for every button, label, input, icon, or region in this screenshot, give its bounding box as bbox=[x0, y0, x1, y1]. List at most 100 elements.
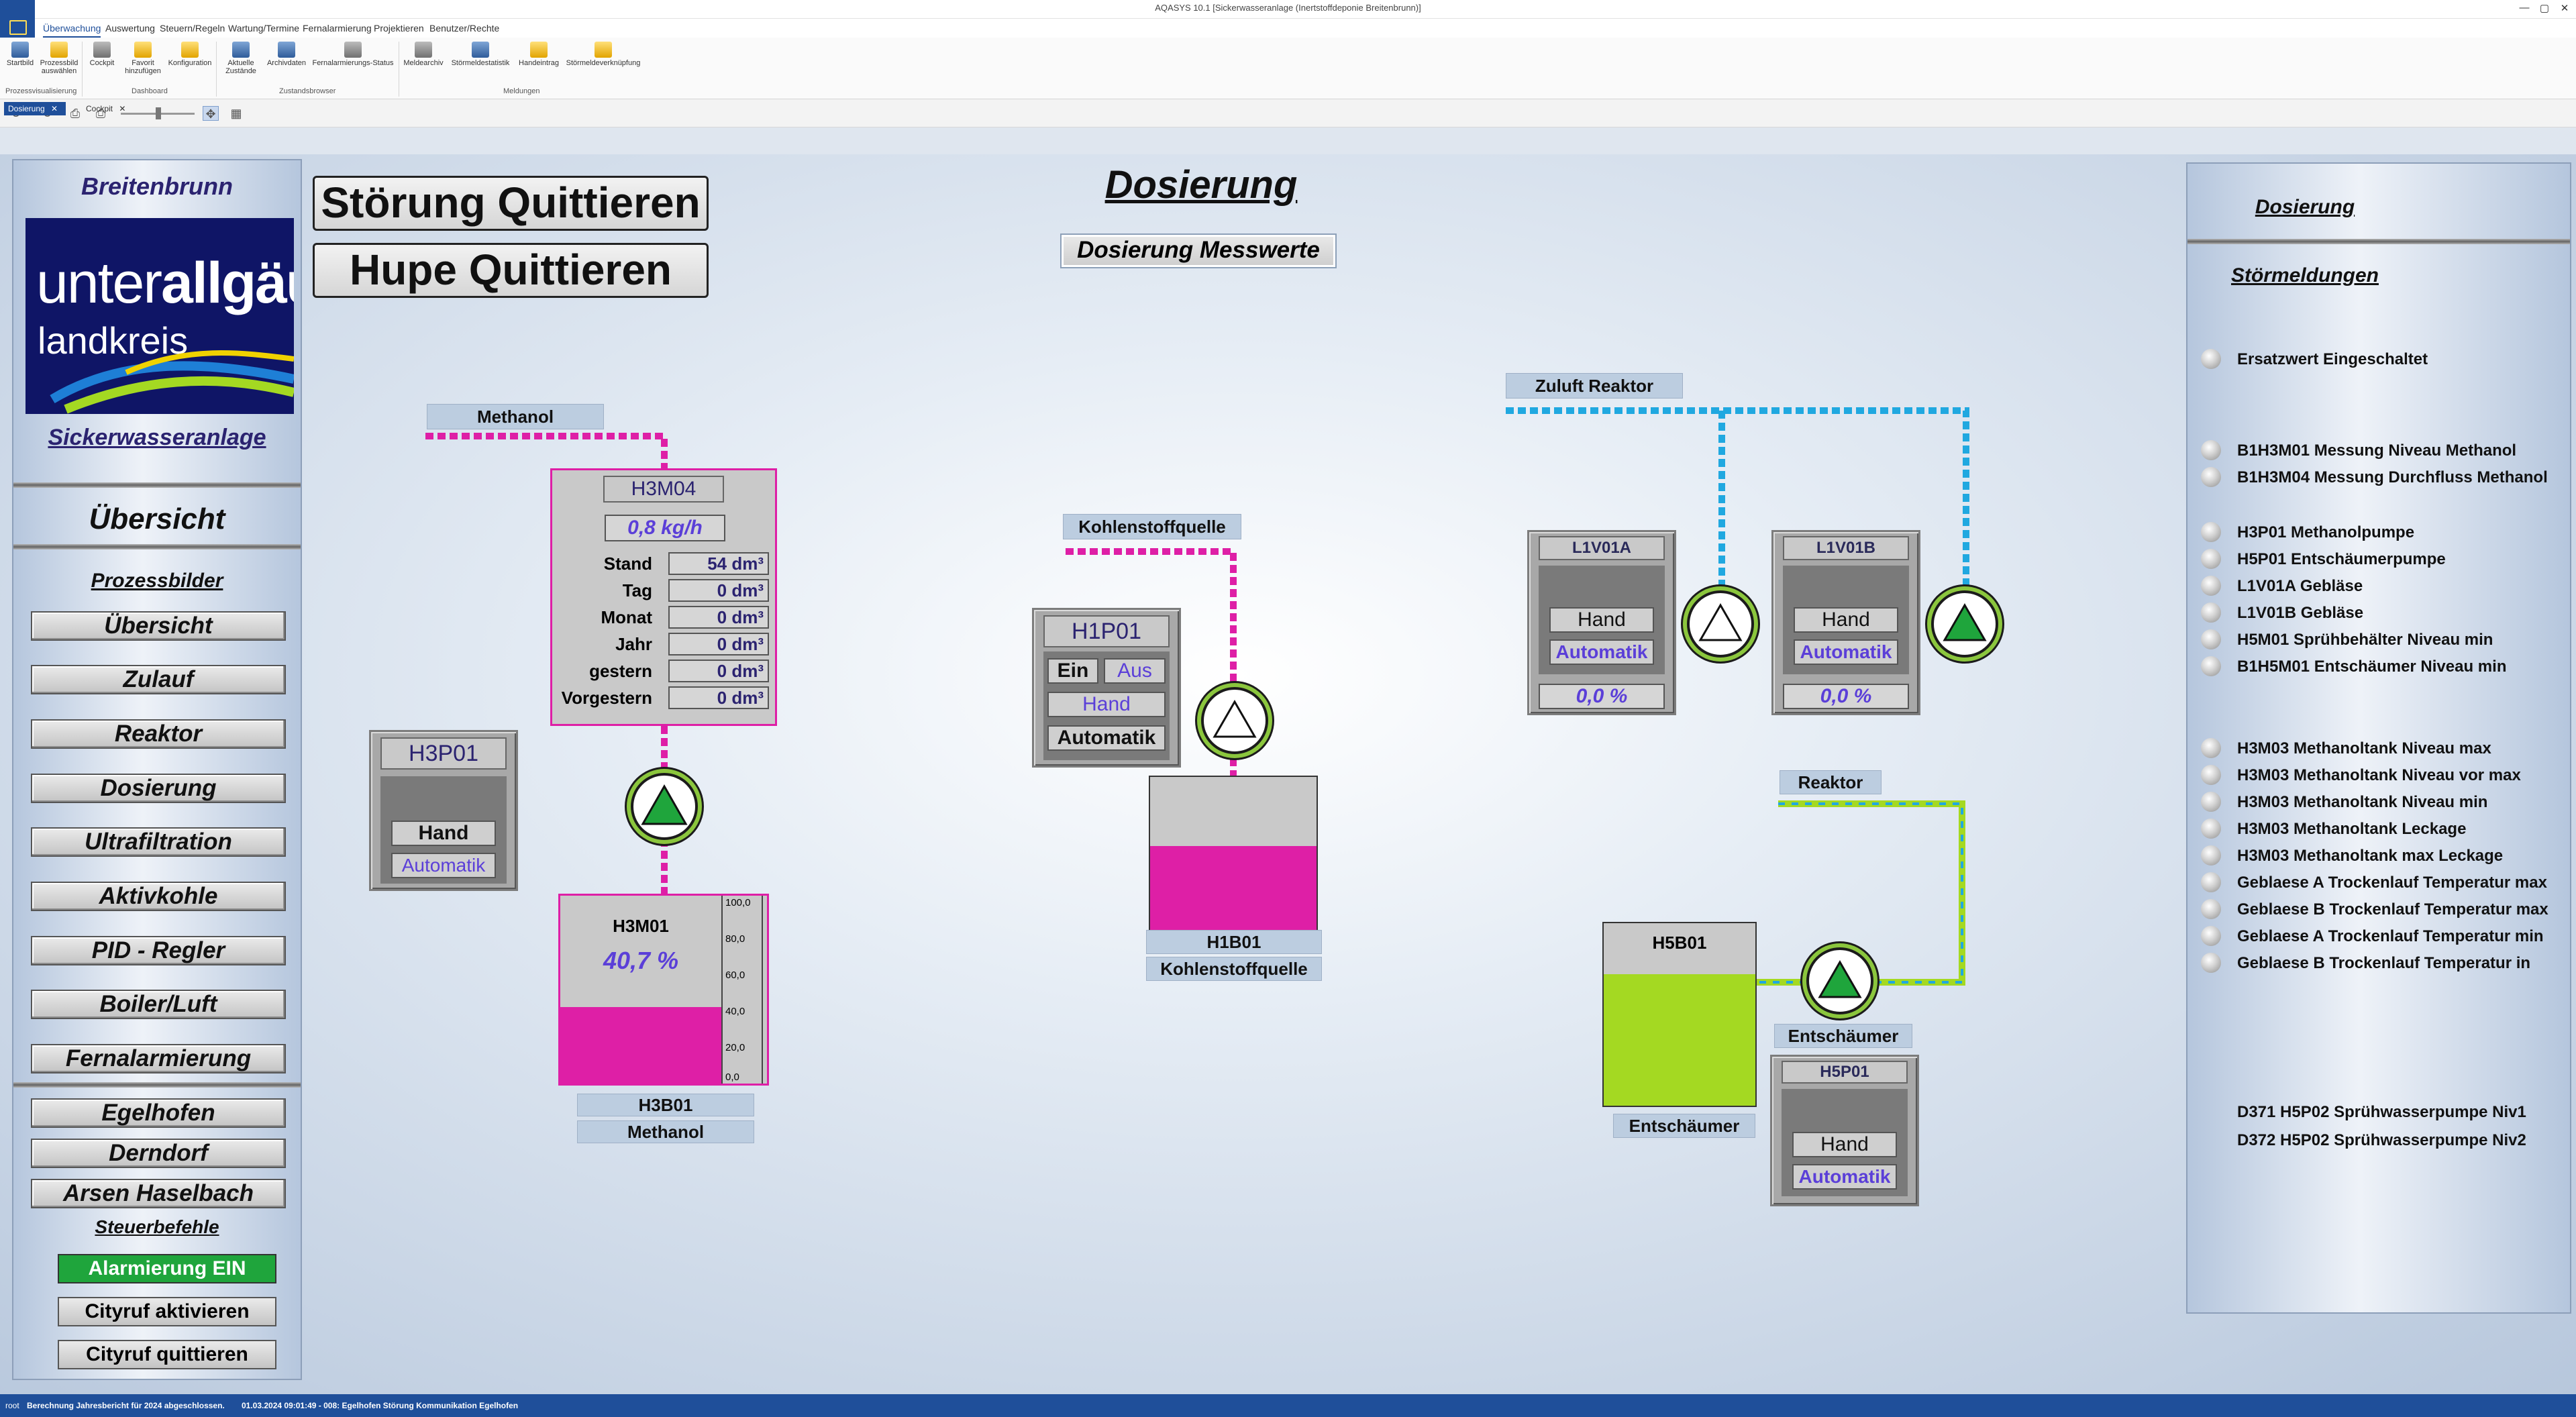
h5p01-title: H5P01 bbox=[1782, 1061, 1908, 1084]
close-button[interactable]: ✕ bbox=[2560, 3, 2569, 14]
zoom-slider-thumb[interactable] bbox=[156, 107, 161, 119]
star-icon bbox=[134, 42, 152, 58]
nav-uebersicht[interactable]: Übersicht bbox=[31, 611, 286, 641]
h5b01-desc: Entschäumer bbox=[1613, 1114, 1755, 1138]
h1p01-aus[interactable]: Aus bbox=[1104, 658, 1166, 684]
h3b01-desc: Methanol bbox=[577, 1120, 754, 1143]
doctab-cockpit[interactable]: Cockpit ✕ bbox=[86, 104, 126, 113]
l1v01a-blower[interactable] bbox=[1687, 590, 1754, 658]
scale-20: 20,0 bbox=[725, 1042, 745, 1053]
h5p01-pump[interactable] bbox=[1806, 947, 1873, 1014]
move-icon[interactable]: ✥ bbox=[203, 106, 219, 121]
h3p01-auto[interactable]: Automatik bbox=[391, 853, 496, 878]
reactor-pipe bbox=[1778, 800, 1965, 986]
h5p01-hand[interactable]: Hand bbox=[1792, 1132, 1897, 1157]
print-preview-icon[interactable]: ⎙ bbox=[95, 107, 106, 120]
meldearchiv-button[interactable]: Meldearchiv bbox=[401, 42, 446, 82]
nav-dosierung[interactable]: Dosierung bbox=[31, 774, 286, 803]
tab-wartung-termine[interactable]: Wartung/Termine bbox=[228, 23, 300, 34]
stoermeldestatistik-button[interactable]: Störmeldestatistik bbox=[447, 42, 514, 82]
close-icon[interactable]: ✕ bbox=[51, 104, 58, 113]
doctab-dosierung[interactable]: Dosierung ✕ bbox=[4, 102, 66, 115]
nav-pid-regler[interactable]: PID - Regler bbox=[31, 936, 286, 965]
nav-ultrafiltration[interactable]: Ultrafiltration bbox=[31, 827, 286, 857]
alarm-panel: Dosierung Störmeldungen Ersatzwert Einge… bbox=[2186, 162, 2571, 1314]
nav-fernalarmierung[interactable]: Fernalarmierung bbox=[31, 1044, 286, 1073]
nav-boiler-luft[interactable]: Boiler/Luft bbox=[31, 990, 286, 1019]
h3m04-totals: Stand 54 dm³ Tag 0 dm³ Monat 0 dm³ Jahr … bbox=[550, 552, 777, 721]
h1p01-hand[interactable]: Hand bbox=[1047, 692, 1166, 717]
tab-ueberwachung[interactable]: Überwachung bbox=[43, 23, 101, 38]
air-pipe bbox=[1506, 407, 1969, 590]
h3p01-pump[interactable] bbox=[631, 773, 698, 840]
alarm-item: H5M01 Sprühbehälter Niveau min bbox=[2237, 631, 2493, 649]
ack-fault-button[interactable]: Störung Quittieren bbox=[313, 176, 709, 231]
h3m04-flow: 0,8 kg/h bbox=[605, 515, 725, 541]
cityruf-activate-button[interactable]: Cityruf aktivieren bbox=[58, 1297, 276, 1326]
scale-line bbox=[721, 896, 723, 1084]
minimize-button[interactable]: — bbox=[2519, 2, 2530, 13]
app-menu-icon[interactable] bbox=[0, 0, 35, 38]
picture-select-icon bbox=[50, 42, 68, 58]
l1v01b-panel: L1V01B Hand Automatik 0,0 % bbox=[1771, 530, 1920, 715]
l1v01b-hand[interactable]: Hand bbox=[1794, 607, 1898, 633]
ack-horn-button[interactable]: Hupe Quittieren bbox=[313, 243, 709, 298]
nav-reaktor[interactable]: Reaktor bbox=[31, 719, 286, 749]
close-icon[interactable]: ✕ bbox=[119, 104, 126, 113]
alarm-on-button[interactable]: Alarmierung EIN bbox=[58, 1254, 276, 1283]
l1v01b-status: Hand Automatik bbox=[1783, 566, 1909, 674]
tab-projektieren[interactable]: Projektieren bbox=[374, 23, 424, 34]
bar-chart-icon bbox=[472, 42, 489, 58]
plant-link[interactable]: Sickerwasseranlage bbox=[48, 425, 266, 450]
alarm-item: H3M03 Methanoltank Niveau vor max bbox=[2237, 766, 2521, 784]
l1v01a-auto[interactable]: Automatik bbox=[1549, 639, 1654, 665]
h1p01-auto[interactable]: Automatik bbox=[1047, 725, 1166, 751]
nav-derndorf[interactable]: Derndorf bbox=[31, 1139, 286, 1168]
extra-alarm: D372 H5P02 Sprühwasserpumpe Niv2 bbox=[2237, 1131, 2526, 1149]
alarm-status-indicator bbox=[2201, 629, 2221, 649]
l1v01b-auto[interactable]: Automatik bbox=[1794, 639, 1898, 665]
alarm-status-indicator bbox=[2201, 899, 2221, 919]
alarm-status-indicator bbox=[2201, 549, 2221, 569]
tab-fernalarmierung[interactable]: Fernalarmierung bbox=[303, 23, 372, 34]
dosierung-link[interactable]: Dosierung bbox=[2255, 196, 2355, 218]
h1b01-tank bbox=[1149, 776, 1318, 931]
fernalarmierung-status-button[interactable]: Fernalarmierungs-Status bbox=[310, 42, 396, 82]
h5b01-level-fill bbox=[1604, 974, 1755, 1106]
h1b01-tag: H1B01 bbox=[1146, 930, 1322, 954]
scale-40: 40,0 bbox=[725, 1006, 745, 1017]
alarm-status-indicator bbox=[2201, 819, 2221, 839]
nav-zulauf[interactable]: Zulauf bbox=[31, 665, 286, 694]
value-tag: 0 dm³ bbox=[668, 579, 769, 602]
nav-egelhofen[interactable]: Egelhofen bbox=[31, 1098, 286, 1128]
h5p01-auto[interactable]: Automatik bbox=[1792, 1164, 1897, 1190]
h5b01-tank: H5B01 bbox=[1602, 922, 1757, 1107]
handeintrag-button[interactable]: Handeintrag bbox=[515, 42, 562, 82]
h3p01-hand[interactable]: Hand bbox=[391, 821, 496, 846]
tab-benutzer-rechte[interactable]: Benutzer/Rechte bbox=[429, 23, 500, 34]
nav-aktivkohle[interactable]: Aktivkohle bbox=[31, 882, 286, 911]
archivdaten-button[interactable]: Archivdaten bbox=[264, 42, 309, 82]
tab-steuern-regeln[interactable]: Steuern/Regeln bbox=[160, 23, 225, 34]
status-bar: root Berechnung Jahresbericht für 2024 a… bbox=[0, 1394, 2576, 1417]
h1p01-ein[interactable]: Ein bbox=[1047, 658, 1098, 684]
konfiguration-button[interactable]: Konfiguration bbox=[166, 42, 213, 82]
tab-auswertung[interactable]: Auswertung bbox=[105, 23, 155, 34]
h1p01-title: H1P01 bbox=[1043, 615, 1170, 647]
h1p01-pump[interactable] bbox=[1201, 687, 1268, 754]
l1v01b-blower[interactable] bbox=[1931, 590, 1998, 658]
l1v01a-hand[interactable]: Hand bbox=[1549, 607, 1654, 633]
maximize-button[interactable]: ▢ bbox=[2539, 3, 2550, 14]
cityruf-ack-button[interactable]: Cityruf quittieren bbox=[58, 1340, 276, 1369]
startbild-button[interactable]: Startbild bbox=[3, 42, 38, 82]
layout-icon[interactable]: ▦ bbox=[230, 107, 242, 120]
nav-arsen-haselbach[interactable]: Arsen Haselbach bbox=[31, 1179, 286, 1208]
print-icon[interactable]: ⎙ bbox=[70, 107, 81, 120]
measurements-button[interactable]: Dosierung Messwerte bbox=[1062, 235, 1335, 267]
cockpit-button[interactable]: Cockpit bbox=[85, 42, 119, 82]
h1b01-desc: Kohlenstoffquelle bbox=[1146, 957, 1322, 981]
stoermeldeverknuepfung-button[interactable]: Störmeldeverknüpfung bbox=[564, 42, 643, 82]
